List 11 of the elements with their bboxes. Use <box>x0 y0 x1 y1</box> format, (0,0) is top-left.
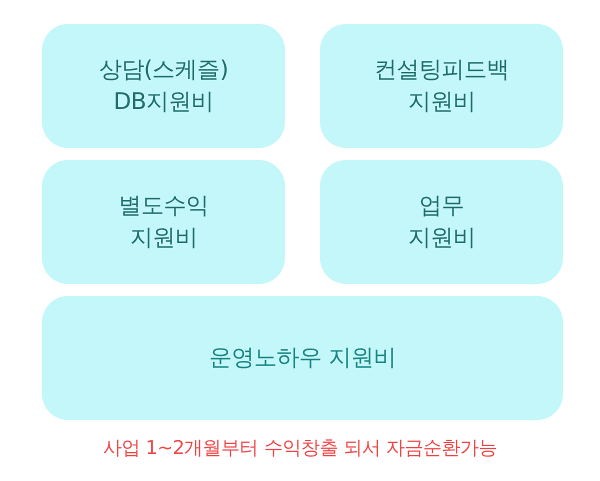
support-card <box>320 160 563 284</box>
support-card <box>320 24 563 148</box>
support-label: 컨설팅피드백 지원비 <box>374 56 509 117</box>
support-label: 업무 지원비 <box>408 192 476 253</box>
support-label: 상담(스케즐) DB지원비 <box>98 56 228 117</box>
support-label: 운영노하우 지원비 <box>209 344 396 373</box>
support-card <box>42 296 563 420</box>
caption-note: 사업 1~2개월부터 수익창출 되서 자금순환가능 <box>103 436 497 461</box>
support-card <box>42 24 285 148</box>
support-card <box>42 160 285 284</box>
support-label: 별도수익 지원비 <box>118 192 208 253</box>
